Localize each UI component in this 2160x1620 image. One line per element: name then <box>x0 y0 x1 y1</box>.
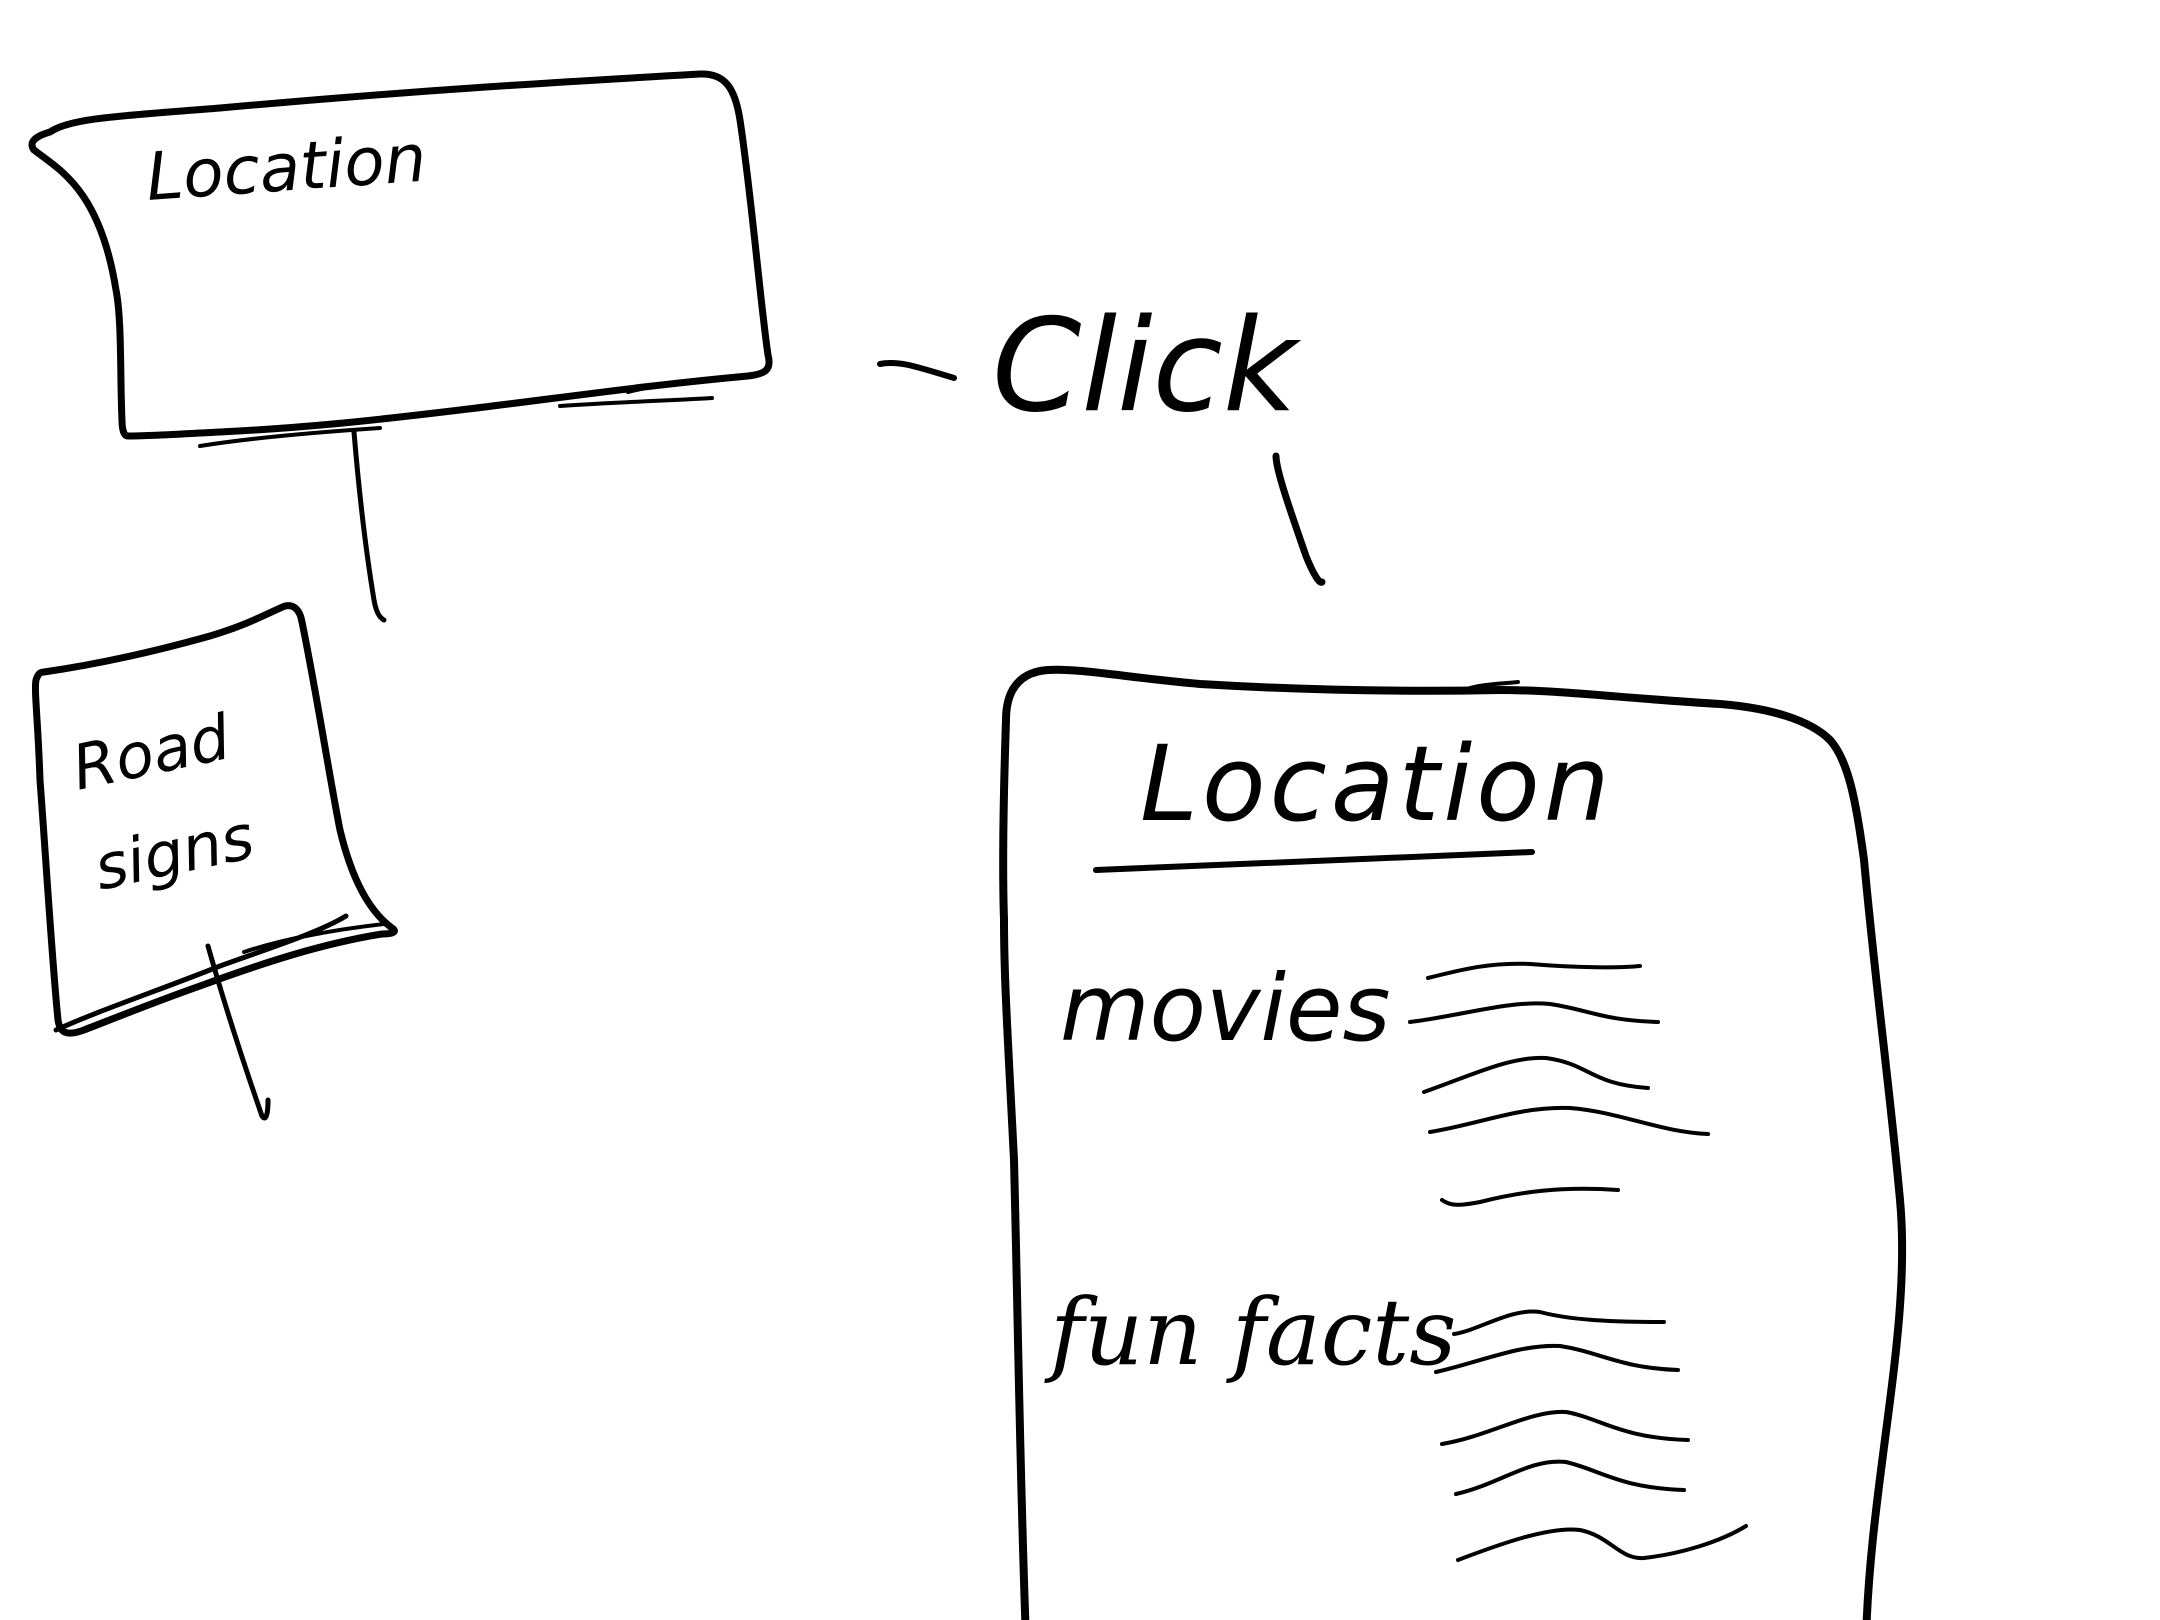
scribble-line <box>1440 1186 1620 1207</box>
road-signs-sign-corner-stroke <box>53 913 349 1033</box>
detail-card-title: Location <box>1140 723 1614 845</box>
location-sign-frame <box>28 70 773 440</box>
location-sign-bottom-stroke <box>198 426 382 448</box>
click-label: Click <box>992 292 1302 441</box>
road-signs-sign-corner-stroke-2 <box>242 922 386 954</box>
location-sign-pole <box>351 429 387 623</box>
fun-facts-text-placeholder <box>1434 1309 1748 1562</box>
scribble-line <box>1456 1524 1748 1562</box>
scribble-line <box>1440 1409 1690 1446</box>
detail-card[interactable]: Location movies fun facts <box>999 665 1907 1620</box>
road-signs-sign-pole <box>205 943 271 1121</box>
detail-card-top-accent <box>1462 680 1520 692</box>
movies-section[interactable]: movies <box>1060 955 1710 1207</box>
scribble-line <box>1454 1459 1686 1496</box>
detail-card-title-underline <box>1093 849 1535 873</box>
location-sign-title: Location <box>144 120 429 216</box>
road-signs-sign-frame <box>31 602 398 1037</box>
road-signs-line-1: Road <box>66 700 237 804</box>
click-connector-left <box>877 360 957 381</box>
fun-facts-section[interactable]: fun facts <box>1044 1279 1748 1562</box>
click-connector-down <box>1272 452 1326 586</box>
scribble-line <box>1428 1105 1710 1136</box>
location-sign-underline-stroke <box>626 372 764 394</box>
location-sign-bottom-stroke-2 <box>558 396 714 408</box>
movies-text-placeholder <box>1408 961 1710 1207</box>
scribble-line <box>1408 1001 1660 1024</box>
location-sign[interactable]: Location <box>28 70 773 448</box>
scribble-line <box>1422 1055 1650 1094</box>
fun-facts-label: fun facts <box>1044 1279 1456 1386</box>
scribble-line <box>1452 1309 1666 1336</box>
scribble-line <box>1426 961 1642 980</box>
movies-label: movies <box>1060 955 1390 1062</box>
road-signs-line-2: signs <box>88 800 260 905</box>
scribble-line <box>1434 1343 1680 1374</box>
detail-card-frame <box>999 665 1907 1620</box>
